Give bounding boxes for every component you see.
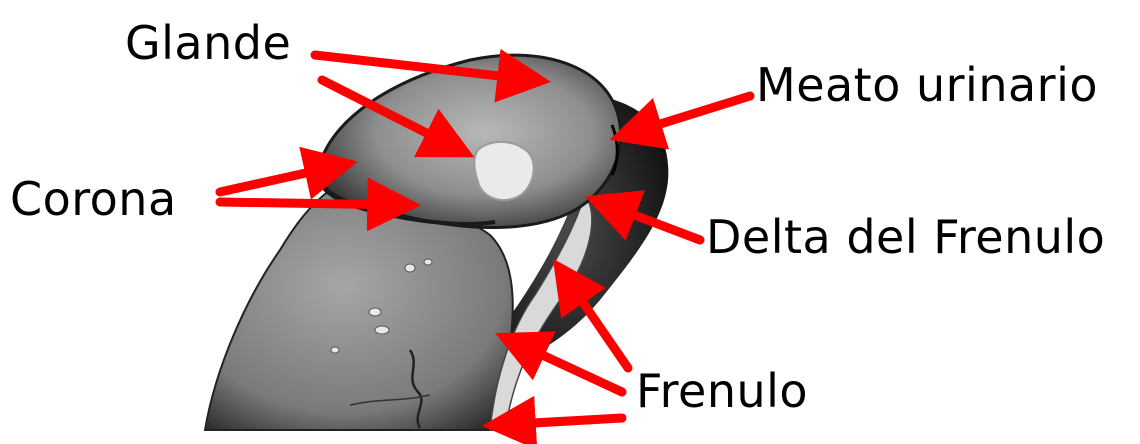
label-corona: Corona bbox=[10, 176, 177, 222]
arrow-frenulo-2 bbox=[510, 340, 622, 392]
arrow-corona-2 bbox=[220, 202, 405, 205]
label-frenulo: Frenulo bbox=[636, 368, 808, 414]
glans-highlight bbox=[474, 142, 534, 200]
label-glande: Glande bbox=[125, 20, 291, 66]
label-meato-urinario: Meato urinario bbox=[756, 62, 1098, 108]
arrow-frenulo-3 bbox=[498, 418, 622, 425]
label-delta-del-frenulo: Delta del Frenulo bbox=[706, 214, 1105, 260]
